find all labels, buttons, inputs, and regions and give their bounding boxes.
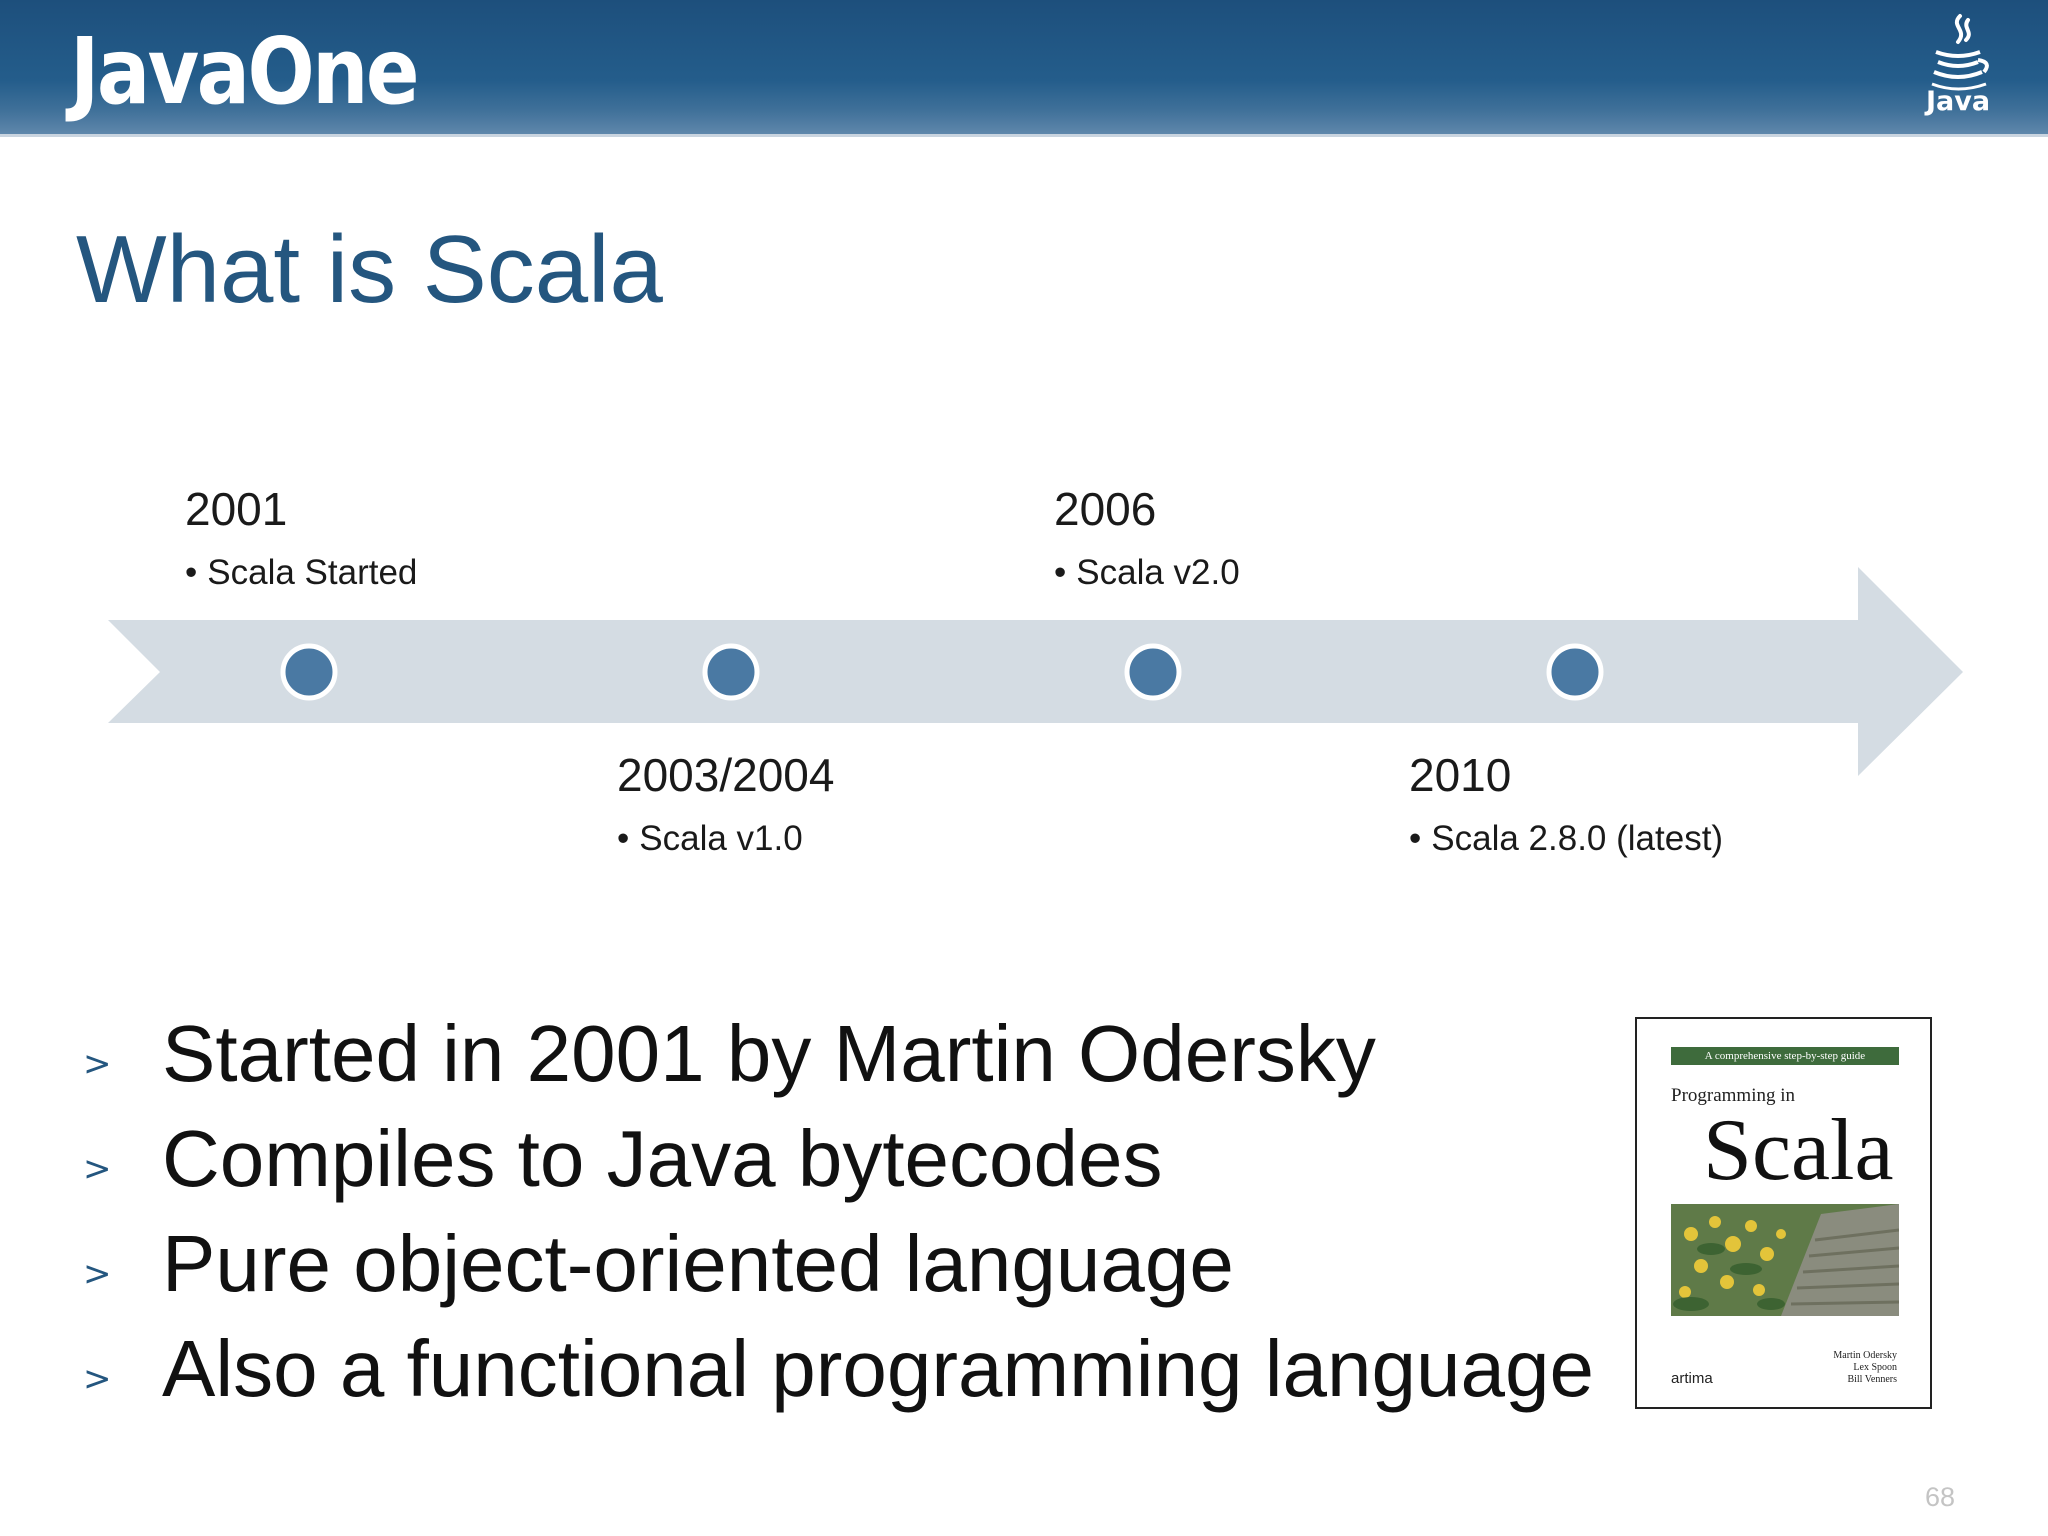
- bullet-dot: •: [1409, 819, 1422, 858]
- timeline-node-2006: [1124, 643, 1182, 701]
- chevron-right-icon: >: [83, 1044, 112, 1084]
- event-desc-2010: •Scala 2.8.0 (latest): [1409, 821, 1723, 856]
- event-year-2001: 2001: [185, 483, 288, 535]
- book-title: Scala: [1703, 1102, 1894, 1199]
- bullet-text: Also a functional programming language: [162, 1324, 1594, 1413]
- event-year-2003: 2003/2004: [617, 749, 835, 801]
- bullet-text: Pure object-oriented language: [162, 1219, 1234, 1308]
- book-author: Lex Spoon: [1853, 1362, 1897, 1373]
- event-year-2006: 2006: [1054, 483, 1157, 535]
- book-cover: A comprehensive step-by-step guide Progr…: [1635, 1017, 1932, 1409]
- book-banner: A comprehensive step-by-step guide: [1671, 1047, 1899, 1065]
- book-publisher: artima: [1671, 1370, 1713, 1387]
- event-desc-text: Scala v2.0: [1076, 553, 1240, 592]
- bullet-dot: •: [185, 553, 198, 592]
- timeline-arrow-shape: [108, 567, 1963, 776]
- chevron-right-icon: >: [83, 1254, 112, 1294]
- event-desc-2006: •Scala v2.0: [1054, 555, 1240, 590]
- timeline-node-2003: [702, 643, 760, 701]
- book-cover-photo: [1671, 1204, 1899, 1316]
- timeline-node-2001: [280, 643, 338, 701]
- slide-title: What is Scala: [76, 216, 663, 323]
- event-desc-text: Scala v1.0: [639, 819, 803, 858]
- java-cup-icon: [1931, 14, 1989, 91]
- event-year-2010: 2010: [1409, 749, 1512, 801]
- event-desc-text: Scala Started: [207, 553, 418, 592]
- bullet-text: Compiles to Java bytecodes: [162, 1114, 1163, 1203]
- book-author: Martin Odersky: [1833, 1350, 1897, 1361]
- book-subtitle: Programming in: [1671, 1085, 1796, 1106]
- timeline-node-2010: [1546, 643, 1604, 701]
- header-bar: JavaOne Java: [0, 0, 2048, 137]
- javaone-logo: JavaOne: [70, 18, 420, 125]
- bullet-text: Started in 2001 by Martin Odersky: [162, 1009, 1376, 1098]
- bullet-dot: •: [617, 819, 630, 858]
- page-number: 68: [1925, 1482, 1956, 1512]
- book-authors: Martin Odersky Lex Spoon Bill Venners: [1833, 1350, 1897, 1386]
- chevron-right-icon: >: [83, 1359, 112, 1399]
- event-desc-2001: •Scala Started: [185, 555, 417, 590]
- event-desc-text: Scala 2.8.0 (latest): [1431, 819, 1724, 858]
- chevron-right-icon: >: [83, 1149, 112, 1189]
- java-logo-text: Java: [1925, 86, 1991, 117]
- book-author: Bill Venners: [1847, 1374, 1897, 1385]
- bullet-dot: •: [1054, 553, 1067, 592]
- event-desc-2003: •Scala v1.0: [617, 821, 803, 856]
